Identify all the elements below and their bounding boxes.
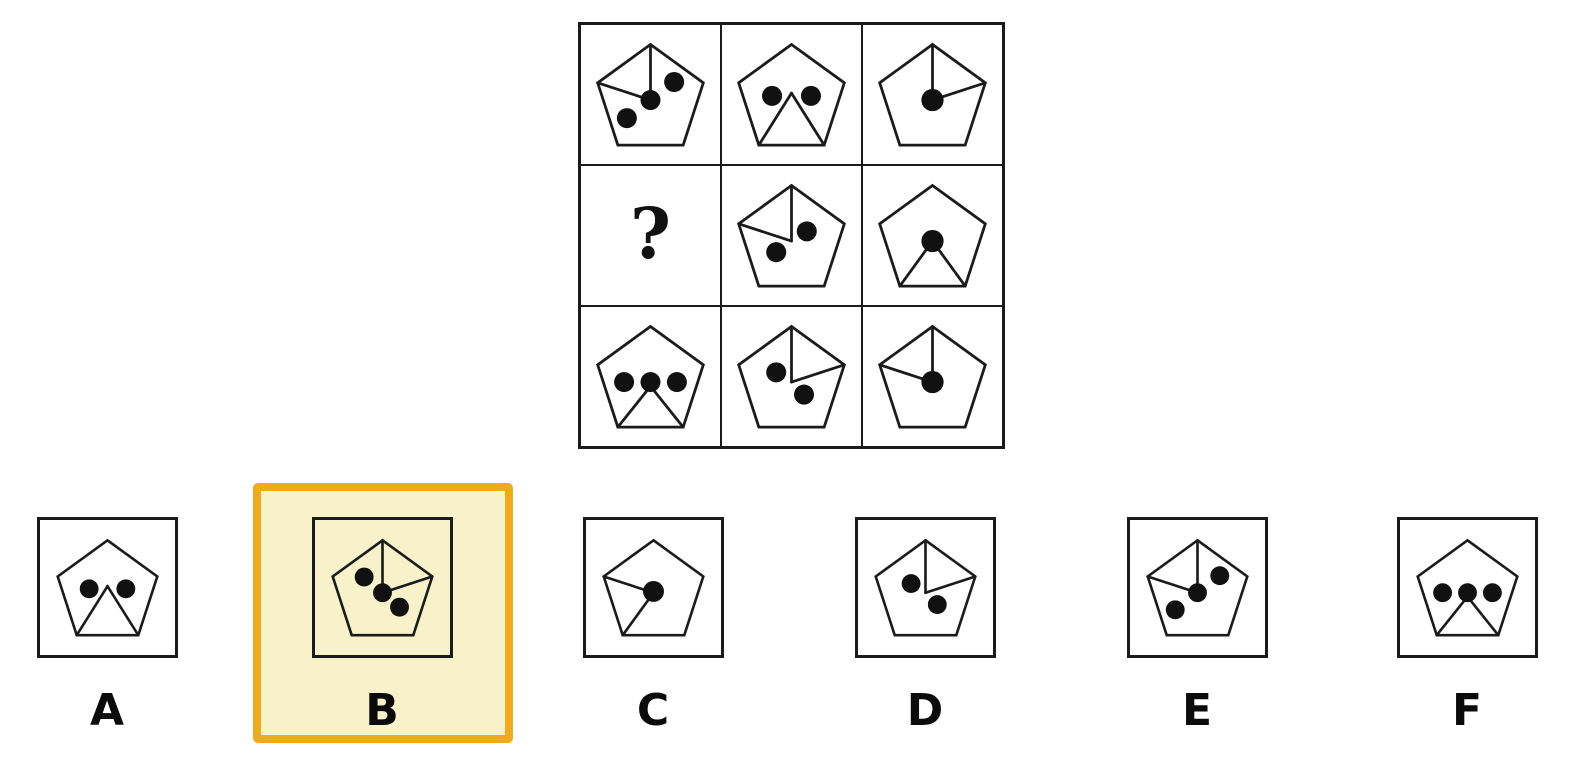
pentagon-figure [596, 324, 705, 429]
matrix-cell-r1c1 [580, 24, 721, 165]
option-c-box[interactable] [583, 517, 724, 658]
matrix-cell-r1c3 [862, 24, 1003, 165]
pentagon-figure [56, 538, 159, 637]
matrix-cell-r2c3 [862, 165, 1003, 306]
pentagon-figure [1146, 538, 1249, 637]
pentagon-figure [878, 324, 987, 429]
matrix-cell-r3c3 [862, 306, 1003, 447]
question-mark: ? [629, 191, 671, 275]
option-d-box[interactable] [855, 517, 996, 658]
matrix-cell-r1c2 [721, 24, 862, 165]
matrix-cell-r2c1: ? [580, 165, 721, 306]
option-f-label: F [1451, 684, 1484, 736]
pentagon-figure [596, 42, 705, 147]
option-d-label: D [906, 684, 945, 736]
matrix-cell-r3c2 [721, 306, 862, 447]
option-b-label: B [365, 684, 400, 736]
pentagon-figure [878, 183, 987, 288]
option-f-box[interactable] [1397, 517, 1538, 658]
option-e-box[interactable] [1127, 517, 1268, 658]
pentagon-figure [878, 42, 987, 147]
option-a-box[interactable] [37, 517, 178, 658]
puzzle-matrix: ? [578, 22, 1005, 449]
option-c-label: C [636, 684, 671, 736]
selected-answer-highlight [253, 483, 513, 743]
pentagon-figure [331, 538, 434, 637]
option-a-label: A [89, 684, 126, 736]
pentagon-figure [737, 324, 846, 429]
pentagon-figure [1416, 538, 1519, 637]
matrix-cell-r2c2 [721, 165, 862, 306]
matrix-cell-r3c1 [580, 306, 721, 447]
pentagon-figure [737, 183, 846, 288]
option-b-box[interactable] [312, 517, 453, 658]
pentagon-figure [874, 538, 977, 637]
pentagon-figure [602, 538, 705, 637]
option-e-label: E [1181, 684, 1214, 736]
pentagon-figure [737, 42, 846, 147]
